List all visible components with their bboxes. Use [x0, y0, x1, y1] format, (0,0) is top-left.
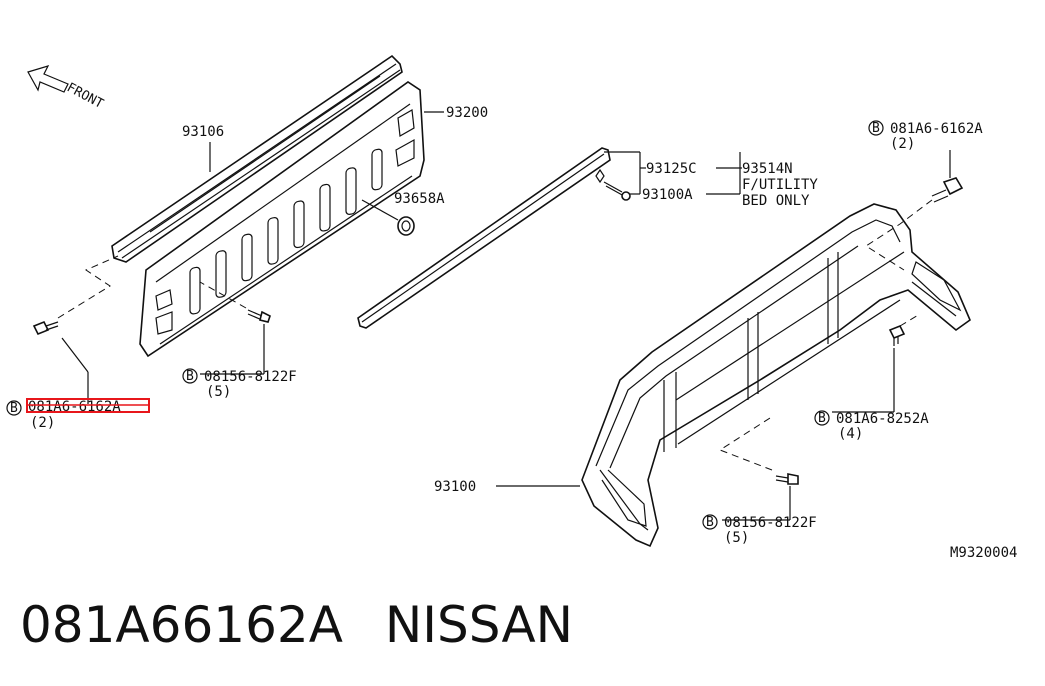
top-right-bolt-icon	[931, 177, 964, 203]
label-93106: 93106	[182, 124, 224, 140]
top-rail-part	[111, 54, 403, 263]
mid-bolt-icon	[247, 309, 271, 323]
caption-part-number: 081A66162A	[20, 596, 343, 654]
bottom-bolt-icon	[775, 473, 799, 485]
b-mark-top-right: B	[872, 121, 880, 136]
label-bolt-bottom-qty: (5)	[724, 530, 749, 546]
ref-code: M9320004	[950, 545, 1017, 561]
note-bed-only: BED ONLY	[742, 193, 810, 209]
rear-frame-part	[581, 203, 971, 548]
b-mark-mid: B	[186, 369, 194, 384]
label-bolt-top-right: 081A6-6162A	[890, 121, 983, 137]
right-bolt-icon	[888, 324, 906, 346]
b-mark-top-right-icon	[868, 120, 884, 136]
b-mark-left-icon	[6, 400, 22, 416]
b-mark-mid-icon	[182, 368, 198, 384]
front-label: FRONT	[64, 80, 106, 112]
label-bolt-top-right-qty: (2)	[890, 136, 915, 152]
b-mark-right: B	[818, 411, 826, 426]
label-93100a: 93100A	[642, 187, 693, 203]
left-bolt-icon	[32, 320, 59, 336]
label-93125c: 93125C	[646, 161, 697, 177]
front-arrow-icon	[27, 65, 69, 93]
b-mark-bottom: B	[706, 515, 714, 530]
b-mark-bottom-icon	[702, 514, 718, 530]
label-bolt-mid-qty: (5)	[206, 384, 231, 400]
caption: 081A66162A NISSAN	[20, 596, 615, 654]
note-futility: F/UTILITY	[742, 177, 818, 193]
b-mark-right-icon	[814, 410, 830, 426]
label-bolt-right: 081A6-8252A	[836, 411, 929, 427]
label-93200: 93200	[446, 105, 488, 121]
label-93514n: 93514N	[742, 161, 793, 177]
label-bolt-left-qty: (2)	[30, 415, 55, 431]
b-mark-left: B	[10, 401, 18, 416]
label-bolt-bottom: 08156-8122F	[724, 515, 817, 531]
label-bolt-right-qty: (4)	[838, 426, 863, 442]
label-93100: 93100	[434, 479, 476, 495]
plug-part	[397, 216, 415, 236]
screw-part	[595, 168, 631, 201]
label-93658a: 93658A	[394, 191, 445, 207]
label-bolt-mid: 08156-8122F	[204, 369, 297, 385]
caption-brand: NISSAN	[384, 596, 574, 654]
side-molding-part	[357, 147, 611, 329]
